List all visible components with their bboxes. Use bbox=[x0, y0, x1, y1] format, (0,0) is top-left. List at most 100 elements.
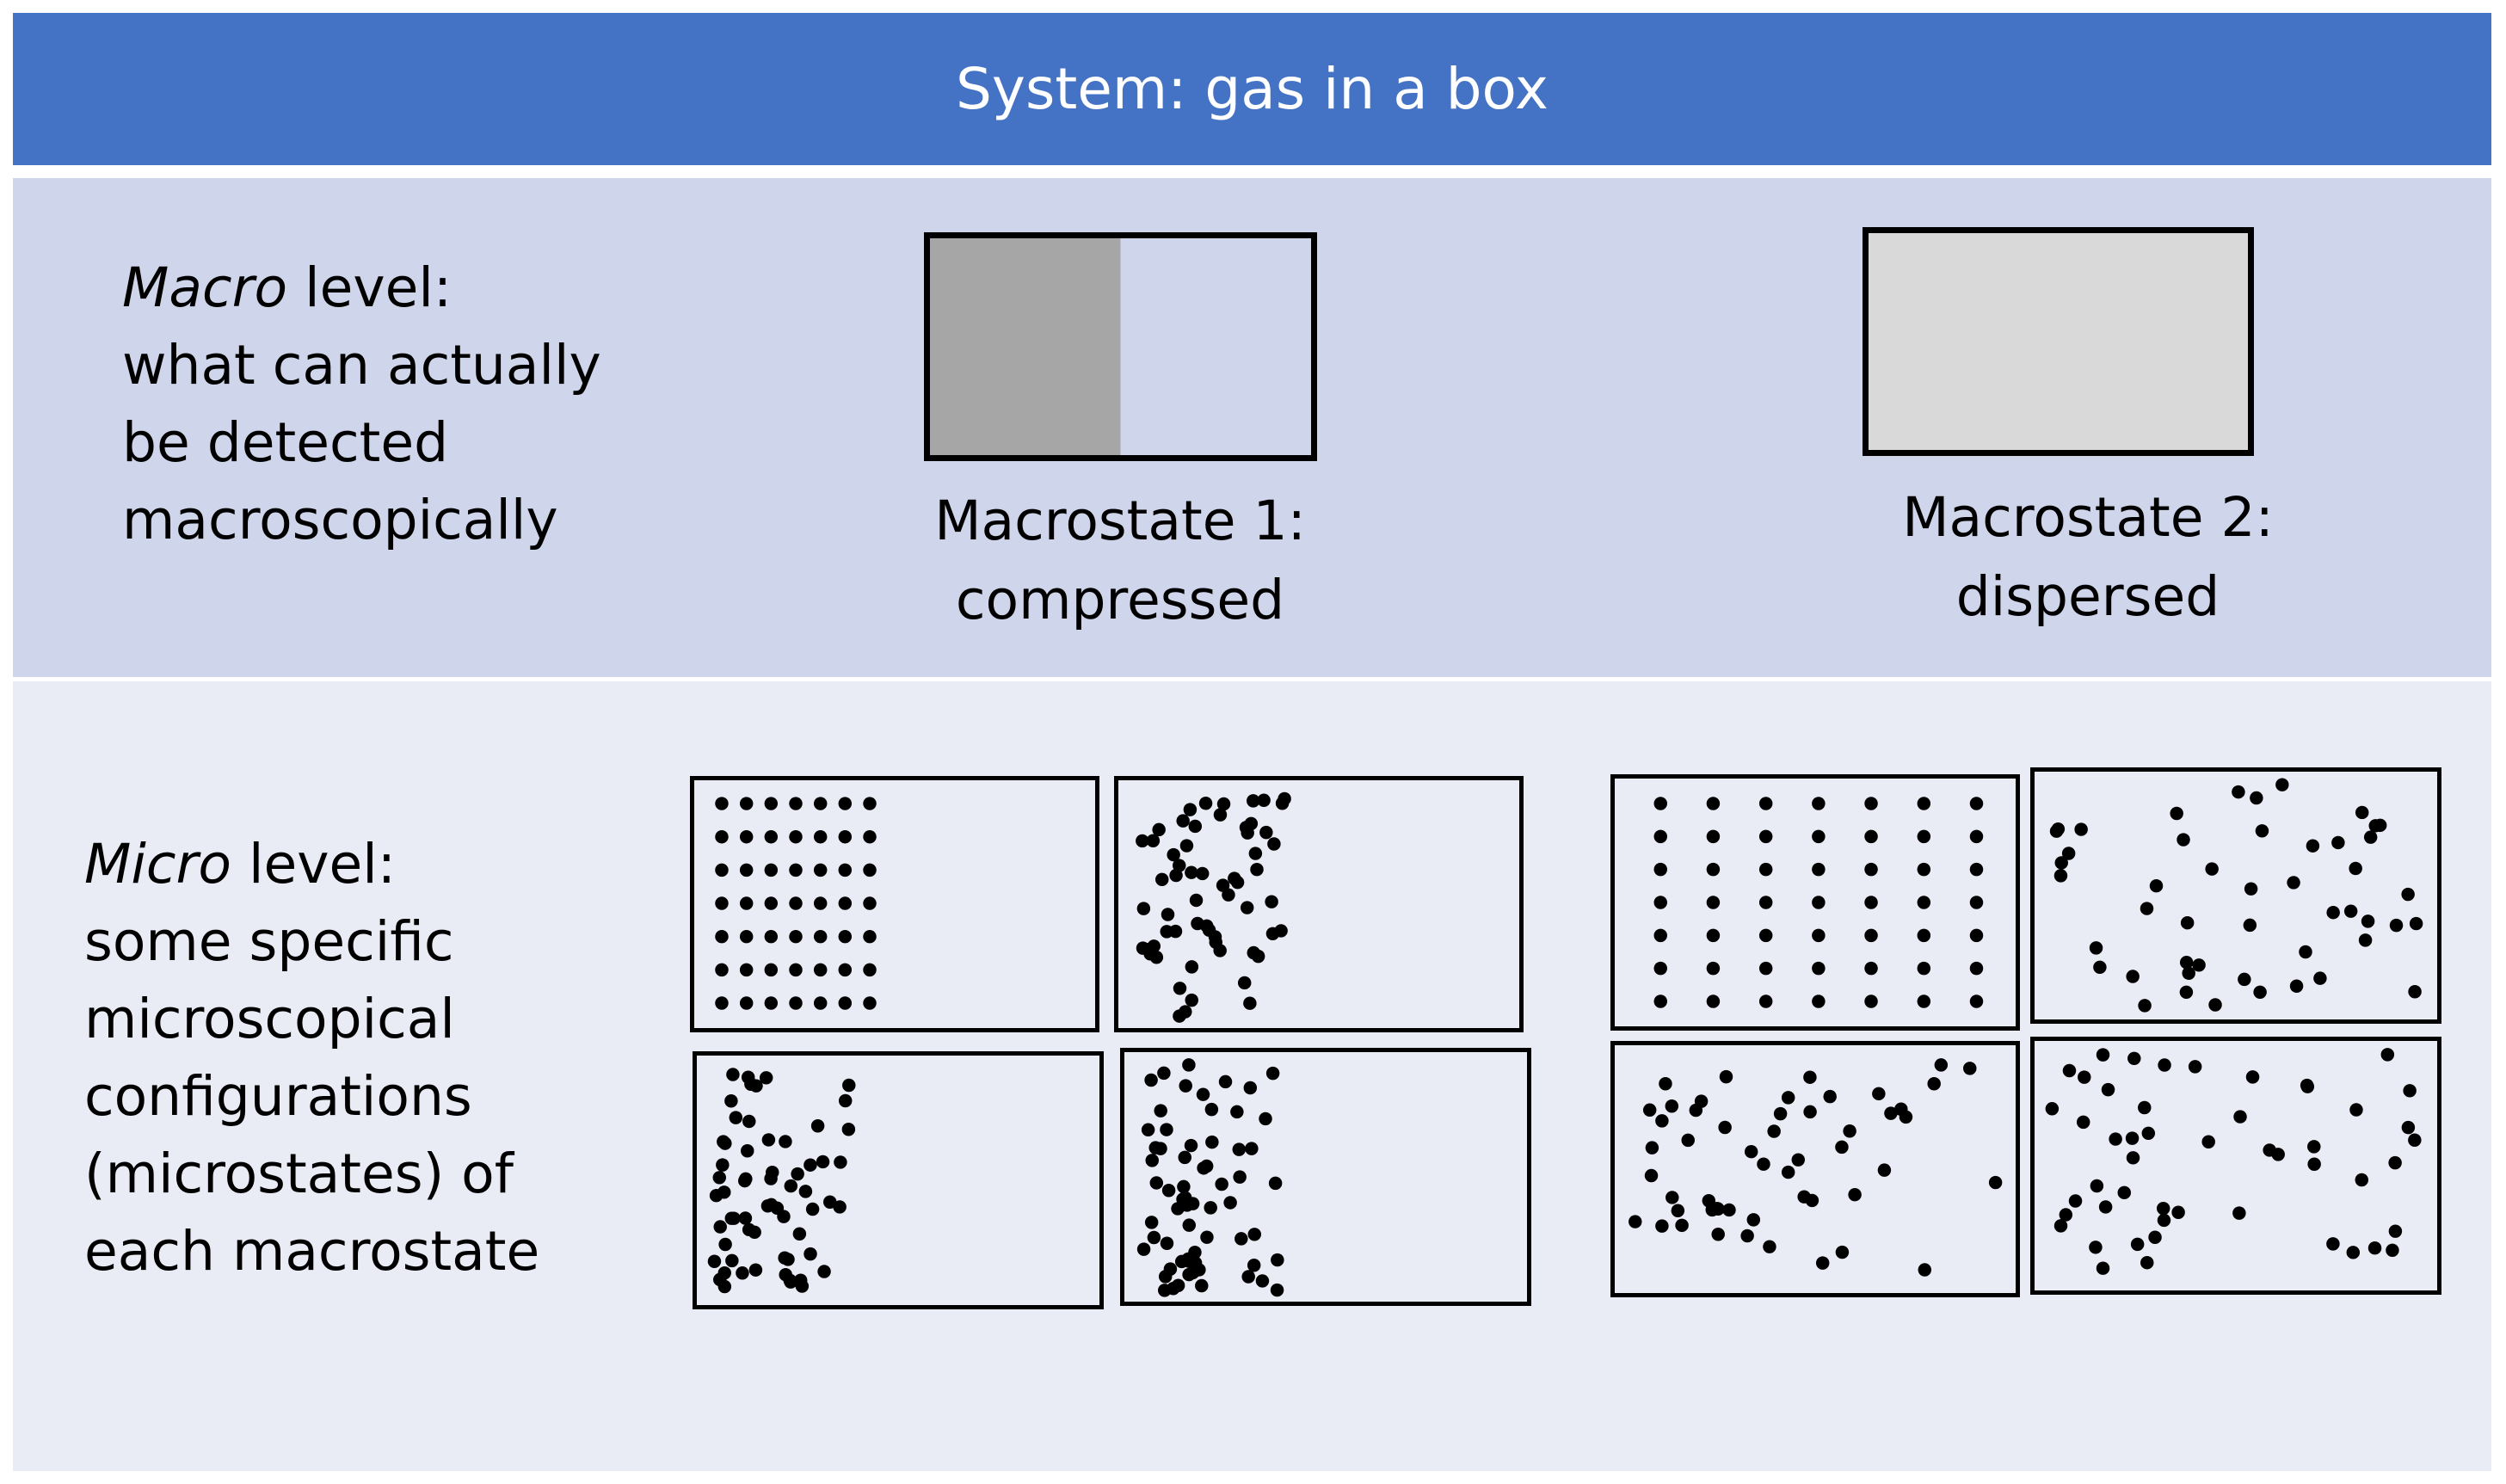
gas-particle bbox=[2409, 916, 2423, 931]
gas-particle bbox=[1189, 893, 1204, 908]
gas-particle bbox=[2271, 1148, 2285, 1161]
gas-particle bbox=[1223, 1196, 1237, 1210]
gas-particle bbox=[838, 829, 853, 844]
gas-particle bbox=[2182, 966, 2195, 980]
gas-particle bbox=[739, 996, 754, 1010]
gas-particle bbox=[2053, 869, 2068, 883]
gas-particle bbox=[1746, 1213, 1761, 1227]
gas-particle bbox=[1245, 1142, 1259, 1155]
gas-particle bbox=[2059, 1208, 2073, 1222]
gas-particle bbox=[1927, 1077, 1941, 1091]
gas-particle bbox=[841, 1123, 856, 1136]
gas-particle bbox=[789, 829, 803, 844]
microstate-compressed-random-1 bbox=[1114, 776, 1524, 1032]
gas-particle bbox=[1722, 1203, 1736, 1217]
gas-particle bbox=[724, 1094, 738, 1108]
gas-particle bbox=[739, 963, 754, 977]
gas-particle bbox=[1195, 866, 1210, 881]
gas-particle bbox=[2232, 785, 2245, 799]
gas-particle bbox=[1917, 862, 1931, 877]
gas-particle bbox=[1247, 794, 1260, 808]
gas-particle bbox=[1653, 928, 1667, 943]
gas-particle bbox=[813, 797, 828, 810]
gas-particle bbox=[709, 1188, 723, 1203]
gas-particle bbox=[2331, 835, 2345, 850]
gas-particle bbox=[1267, 837, 1281, 851]
gas-particle bbox=[1248, 847, 1263, 860]
microstate-compressed-lattice bbox=[690, 776, 1099, 1032]
macro-level-description: Macro level: what can actually be detect… bbox=[122, 249, 601, 559]
gas-particle bbox=[1758, 862, 1773, 877]
macro-line3: be detected bbox=[122, 411, 449, 474]
gas-particle bbox=[1141, 1123, 1155, 1137]
gas-particle bbox=[1917, 829, 1931, 844]
gas-particle bbox=[1629, 1215, 1642, 1228]
gas-particle bbox=[1192, 1263, 1206, 1277]
gas-particle bbox=[2326, 905, 2340, 920]
gas-particle bbox=[715, 896, 729, 910]
gas-particle bbox=[2093, 960, 2107, 975]
gas-particle bbox=[1243, 1081, 1258, 1095]
gas-particle bbox=[2049, 824, 2064, 838]
gas-particle bbox=[1758, 829, 1773, 844]
gas-particle bbox=[813, 963, 828, 977]
gas-particle bbox=[1265, 895, 1278, 908]
gas-particle bbox=[1812, 829, 1826, 844]
gas-particle bbox=[1864, 896, 1878, 909]
gas-particle bbox=[739, 929, 754, 944]
gas-particle bbox=[1268, 1176, 1283, 1191]
gas-particle bbox=[716, 1158, 730, 1172]
gas-particle bbox=[1158, 1270, 1173, 1284]
gas-particle bbox=[838, 797, 853, 810]
gas-particle bbox=[1781, 1091, 1795, 1105]
gas-particle bbox=[804, 1247, 817, 1261]
microstate-dispersed-random-1 bbox=[2030, 767, 2441, 1024]
gas-particle bbox=[1812, 994, 1826, 1008]
gas-particle bbox=[1706, 862, 1721, 877]
micro-line3: microscopical bbox=[84, 988, 455, 1050]
gas-particle bbox=[2401, 1120, 2416, 1135]
gas-particle bbox=[1969, 797, 1984, 810]
macrostate-1-label: Macrostate 1: compressed bbox=[862, 482, 1378, 640]
gas-particle bbox=[1154, 1142, 1167, 1155]
gas-particle bbox=[1154, 872, 1169, 887]
gas-particle bbox=[1812, 896, 1826, 909]
gas-particle bbox=[1213, 808, 1228, 822]
gas-particle bbox=[1200, 1230, 1214, 1244]
gas-particle bbox=[1653, 829, 1667, 844]
gas-particle bbox=[1864, 797, 1878, 810]
gas-particle bbox=[1918, 1263, 1932, 1277]
gas-particle bbox=[1149, 1176, 1164, 1190]
gas-particle bbox=[2179, 985, 2194, 1000]
gas-particle bbox=[2054, 856, 2068, 870]
gas-particle bbox=[744, 1077, 758, 1091]
gas-particle bbox=[1653, 994, 1667, 1008]
gas-particle bbox=[1215, 1177, 1228, 1192]
gas-particle bbox=[1259, 1111, 1272, 1126]
gas-particle bbox=[2408, 1133, 2422, 1147]
gas-particle bbox=[1681, 1133, 1695, 1148]
gas-particle bbox=[1812, 961, 1826, 976]
gas-particle bbox=[1176, 1192, 1190, 1206]
gas-particle bbox=[2090, 1179, 2104, 1193]
gas-particle bbox=[1198, 797, 1213, 810]
gas-particle bbox=[2361, 914, 2375, 928]
gas-particle bbox=[2355, 805, 2369, 820]
gas-particle bbox=[1718, 1120, 1732, 1135]
gas-particle bbox=[741, 1144, 754, 1158]
gas-particle bbox=[2117, 1185, 2132, 1200]
gas-particle bbox=[1278, 791, 1291, 806]
gas-particle bbox=[1185, 865, 1198, 879]
gas-particle bbox=[1872, 1087, 1886, 1101]
gas-particle bbox=[1812, 862, 1826, 877]
gas-particle bbox=[1645, 1141, 1659, 1155]
gas-particle bbox=[2343, 904, 2358, 918]
gas-particle bbox=[834, 1155, 847, 1169]
gas-particle bbox=[1803, 1105, 1817, 1119]
gas-particle bbox=[2313, 971, 2327, 985]
gas-particle bbox=[736, 1266, 749, 1280]
gas-particle bbox=[2368, 819, 2382, 833]
gas-particle bbox=[2089, 941, 2103, 955]
gas-particle bbox=[724, 1211, 739, 1225]
gas-particle bbox=[1240, 901, 1254, 914]
